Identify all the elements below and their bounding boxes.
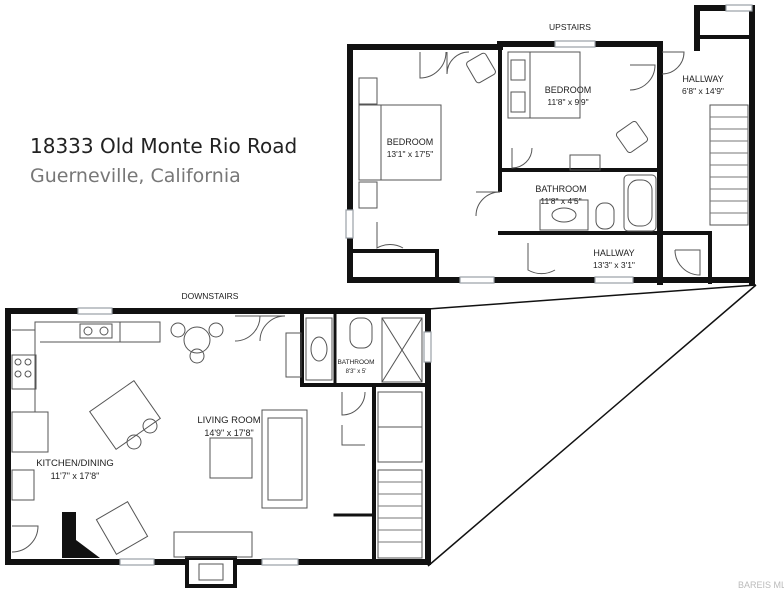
room-name: HALLWAY [682, 74, 723, 84]
upstairs-plan: UPSTAIRS [345, 4, 755, 285]
city-state: Guerneville, California [30, 165, 241, 187]
room-size: 11'8" x 4'5" [540, 196, 581, 206]
room-size: 14'9" x 17'8" [204, 428, 253, 438]
room-name: LIVING ROOM [197, 415, 260, 426]
room-size: 11'7" x 17'8" [51, 471, 100, 481]
room-size: 11'8" x 9'9" [547, 97, 588, 107]
downstairs-title: DOWNSTAIRS [182, 291, 239, 301]
room-name: BEDROOM [545, 85, 592, 95]
connector-lines [427, 284, 757, 567]
room-size: 6'8" x 14'9" [682, 86, 724, 96]
upstairs-title: UPSTAIRS [549, 22, 591, 32]
room-name: BEDROOM [387, 137, 434, 147]
room-size: 13'1" x 17'5" [387, 149, 434, 159]
room-name: BATHROOM [535, 184, 586, 194]
watermark-logo: BAREIS MLS [738, 580, 784, 590]
fireplace-icon [62, 512, 100, 558]
room-name: HALLWAY [593, 248, 634, 258]
street-address: 18333 Old Monte Rio Road [30, 134, 298, 158]
room-size: 13'3" x 3'1" [593, 260, 635, 270]
room-name: BATHROOM [337, 359, 374, 366]
room-size: 8'3" x 5' [346, 369, 367, 375]
room-name: KITCHEN/DINING [36, 458, 114, 469]
downstairs-plan: DOWNSTAIRS [5, 291, 432, 588]
